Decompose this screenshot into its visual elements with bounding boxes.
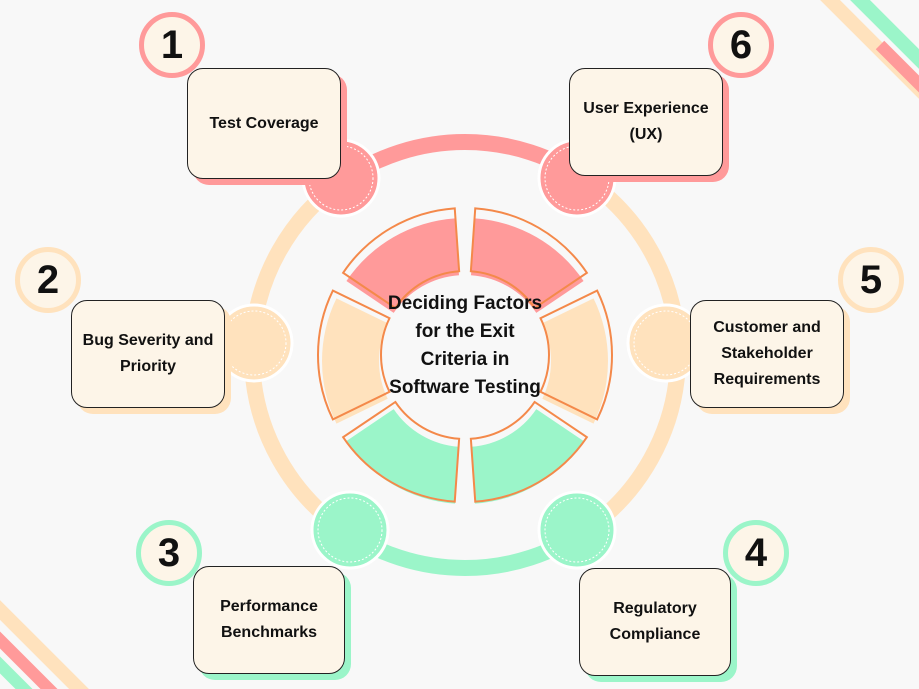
segment-outline — [341, 400, 461, 503]
segment-outline — [317, 289, 391, 421]
segment-fill — [542, 298, 608, 424]
segment-fill — [470, 218, 584, 313]
factor-card-performance: Performance Benchmarks — [193, 566, 345, 674]
ring-node — [537, 490, 617, 570]
number-badge-4: 4 — [723, 520, 789, 586]
number-badge-2: 2 — [15, 247, 81, 313]
ring-node-dots — [544, 145, 610, 211]
ring-node — [214, 303, 294, 383]
factor-card-bug-severity: Bug Severity and Priority — [71, 300, 225, 408]
segment-fill — [346, 218, 460, 313]
segment-fill — [346, 409, 460, 504]
segment-outline — [539, 289, 613, 421]
ring-node-dots — [317, 497, 383, 563]
number-badge-6: 6 — [708, 12, 774, 78]
number-badge-1: 1 — [139, 12, 205, 78]
factor-card-regulatory: Regulatory Compliance — [579, 568, 731, 676]
ring-node — [310, 490, 390, 570]
segment-outline — [469, 207, 589, 310]
segment-outline — [469, 400, 589, 503]
ring-node-dots — [544, 497, 610, 563]
number-badge-3: 3 — [136, 520, 202, 586]
number-badge-5: 5 — [838, 247, 904, 313]
segment-fill — [322, 298, 388, 424]
factor-card-customer: Customer and Stakeholder Requirements — [690, 300, 844, 408]
factor-card-ux: User Experience (UX) — [569, 68, 723, 176]
center-title: Deciding Factors for the Exit Criteria i… — [387, 293, 543, 398]
segment-fill — [470, 409, 584, 504]
factor-card-test-coverage: Test Coverage — [187, 68, 341, 179]
inner-segments — [317, 207, 613, 504]
segment-outline — [341, 207, 461, 310]
